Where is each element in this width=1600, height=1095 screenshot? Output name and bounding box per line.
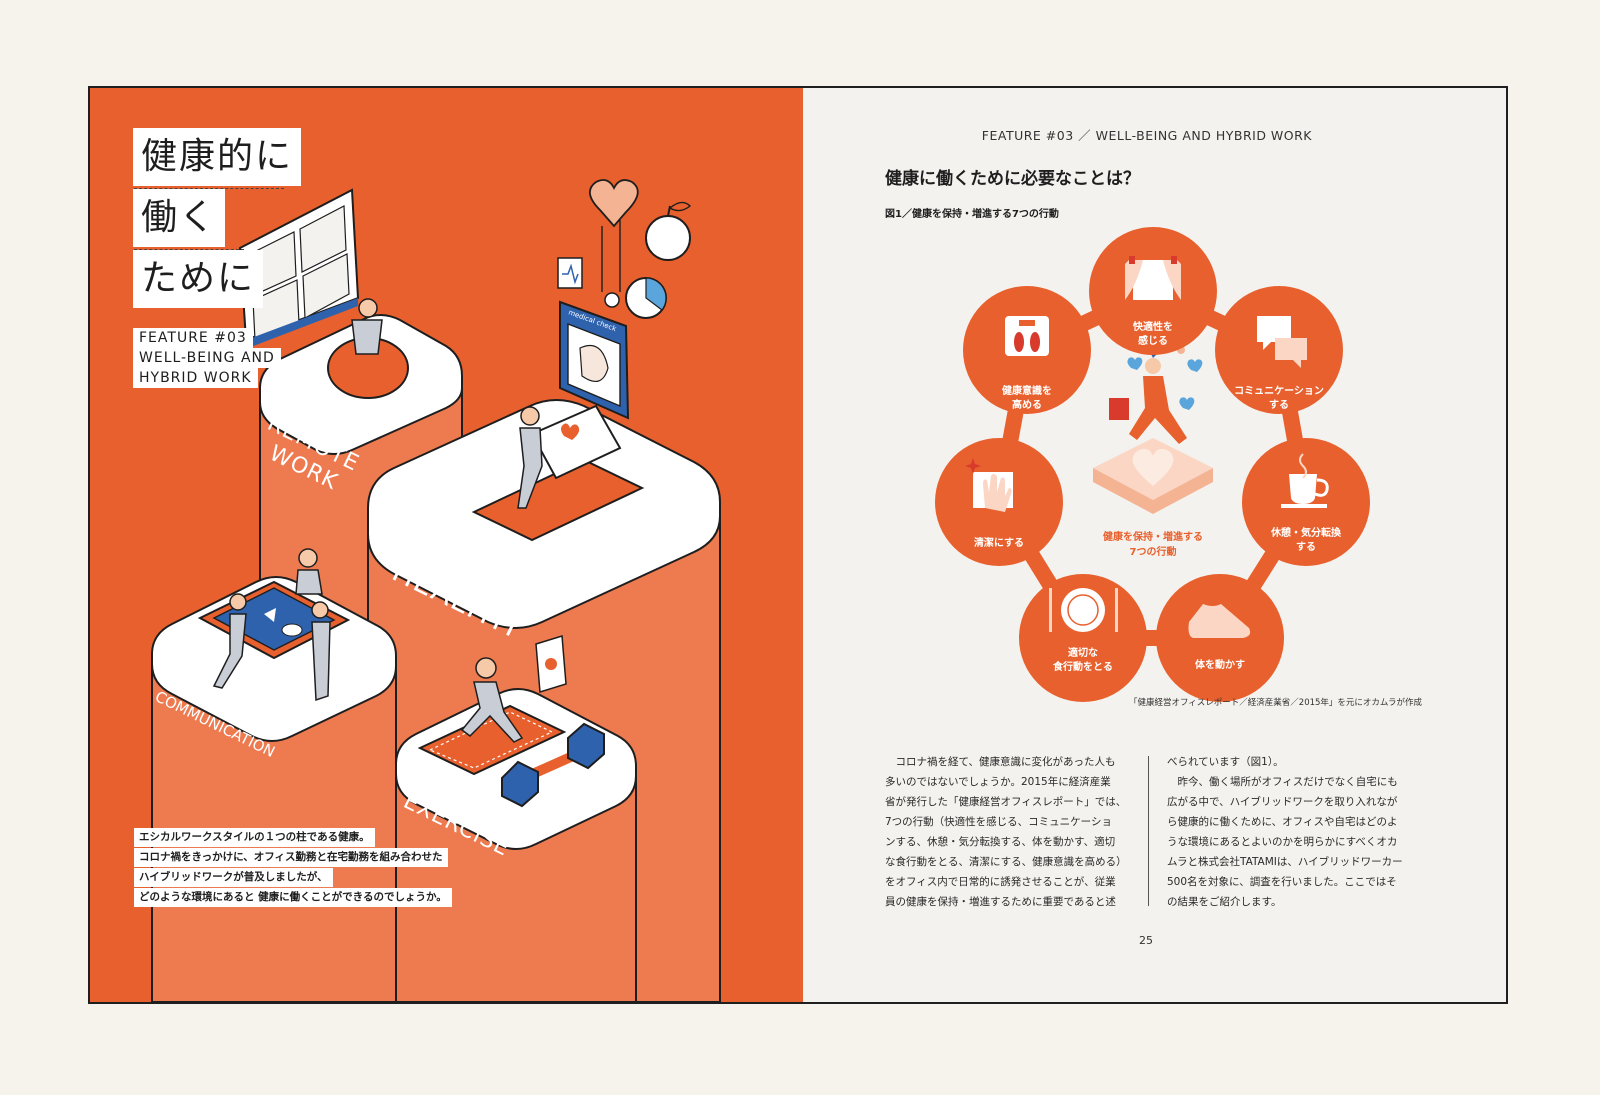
action-break-line1: 休憩・気分転換 [1270, 526, 1342, 539]
body-line: 員の健康を保持・増進するために重要であると述 [885, 896, 1116, 908]
body-line: な食行動をとる、清潔にする、健康意識を高める） [885, 856, 1127, 868]
body-line: の結果をご紹介します。 [1167, 896, 1282, 908]
title-line-1: 健康的に [133, 128, 302, 186]
title-line-2: 働く [133, 189, 226, 247]
action-move-body: 体を動かす [1156, 574, 1284, 702]
page-number: 25 [1139, 934, 1153, 947]
action-move-body-line1: 体を動かす [1195, 658, 1245, 671]
feature-header: FEATURE #03 ／ WELL-BEING AND HYBRID WORK [981, 128, 1312, 143]
center-label-line1: 健康を保持・増進する [1103, 530, 1203, 543]
body-line: 省が発行した「健康経営オフィスレポート」では、 [885, 796, 1127, 808]
action-comfort: 快適性を 感じる [1089, 227, 1217, 355]
action-health-awareness: 健康意識を 高める [963, 286, 1091, 414]
body-line: 7つの行動（快適性を感じる、コミュニケーショ [885, 816, 1112, 828]
plate-cutlery-icon [1049, 588, 1118, 632]
body-line: をオフィス内で日常的に誘発させることが、従業 [885, 876, 1116, 888]
center-illustration [1093, 346, 1213, 514]
action-cleanliness: 清潔にする [935, 438, 1063, 566]
figure-label: 図1／健康を保持・増進する7つの行動 [885, 209, 1059, 220]
action-eating-line1: 適切な [1068, 646, 1098, 659]
body-line: コロナ禍を経て、健康意識に変化があった人も [885, 756, 1116, 768]
action-cleanliness-line1: 清潔にする [974, 536, 1024, 549]
feature-line-2: WELL-BEING AND [133, 348, 281, 368]
column-divider [1148, 756, 1149, 906]
title-divider [134, 188, 284, 189]
action-comfort-line2: 感じる [1138, 334, 1168, 347]
remote-worker-figure [327, 298, 409, 399]
left-page: medical check [90, 88, 803, 1002]
body-column-2: べられています（図1）。 昨今、働く場所がオフィスだけでなく自宅にも 広がる中で… [1167, 752, 1417, 912]
action-health-awareness-line2: 高める [1012, 398, 1042, 411]
hand-icon [965, 458, 1013, 512]
body-column-1: コロナ禍を経て、健康意識に変化があった人も 多いのではないでしょうか。2015年… [885, 752, 1135, 912]
body-line: 昨今、働く場所がオフィスだけでなく自宅にも [1167, 776, 1398, 788]
scale-icon [1005, 316, 1049, 356]
seven-actions-diagram: 快適性を 感じる コミュニケーション する [935, 227, 1370, 702]
right-page: FEATURE #03 ／ WELL-BEING AND HYBRID WORK… [803, 88, 1506, 1002]
dumbbell-icon [501, 722, 605, 808]
body-line: 500名を対象に、調査を行いました。ここではそ [1167, 876, 1397, 888]
action-communication: コミュニケーション する [1215, 286, 1343, 414]
caption-line-2: コロナ禍をきっかけに、オフィス勤務と在宅勤務を組み合わせた [134, 848, 448, 867]
body-line: 多いのではないでしょうか。2015年に経済産業 [885, 776, 1111, 788]
body-line: ら健康的に働くために、オフィスや自宅はどのよ [1167, 816, 1398, 828]
speech-bubbles-icon [1257, 316, 1307, 368]
center-label-line2: 7つの行動 [1130, 545, 1177, 558]
action-communication-line2: する [1269, 399, 1289, 411]
action-communication-line1: コミュニケーション [1234, 385, 1324, 397]
treadmill-figure [417, 635, 567, 776]
body-line: ンする、休憩・気分転換する、体を動かす、適切 [885, 836, 1116, 848]
section-title: 健康に働くために必要なことは？ [885, 169, 1140, 189]
body-line: 広がる中で、ハイブリッドワークを取り入れなが [1167, 796, 1398, 808]
coffee-cup-icon [1281, 453, 1329, 508]
action-eating-line2: 食行動をとる [1052, 660, 1113, 673]
body-line: べられています（図1）。 [1167, 756, 1284, 768]
body-line: うな環境にあるとよいのかを明らかにすべくオカ [1167, 836, 1398, 848]
title-line-3: ために [133, 250, 264, 308]
caption-line-4: どのような環境にあると 健康に働くことができるのでしょうか。 [134, 888, 452, 907]
figure-source: 「健康経営オフィスレポート／経済産業省／2015年」を元にオカムラが作成 [1128, 698, 1422, 708]
caption-line-3: ハイブリッドワークが普及しましたが、 [134, 868, 333, 887]
caption-line-1: エシカルワークスタイルの１つの柱である健康。 [134, 828, 375, 847]
body-line: ムラと株式会社TATAMIは、ハイブリッドワーカー [1167, 856, 1403, 868]
feature-line-1: FEATURE #03 [133, 328, 253, 348]
meeting-table-figure [197, 548, 351, 702]
action-comfort-line1: 快適性を [1132, 320, 1173, 333]
action-eating: 適切な 食行動をとる [1019, 574, 1147, 702]
action-health-awareness-line1: 健康意識を [1002, 384, 1052, 397]
healthy-worker-figure [471, 404, 645, 542]
title-divider [134, 249, 244, 250]
action-break-line2: する [1296, 541, 1316, 553]
sneaker-icon [1188, 604, 1251, 638]
magazine-spread: medical check [88, 86, 1508, 1004]
action-break: 休憩・気分転換 する [1242, 438, 1370, 566]
feature-line-3: HYBRID WORK [133, 368, 258, 388]
health-icons-cluster [557, 179, 692, 319]
